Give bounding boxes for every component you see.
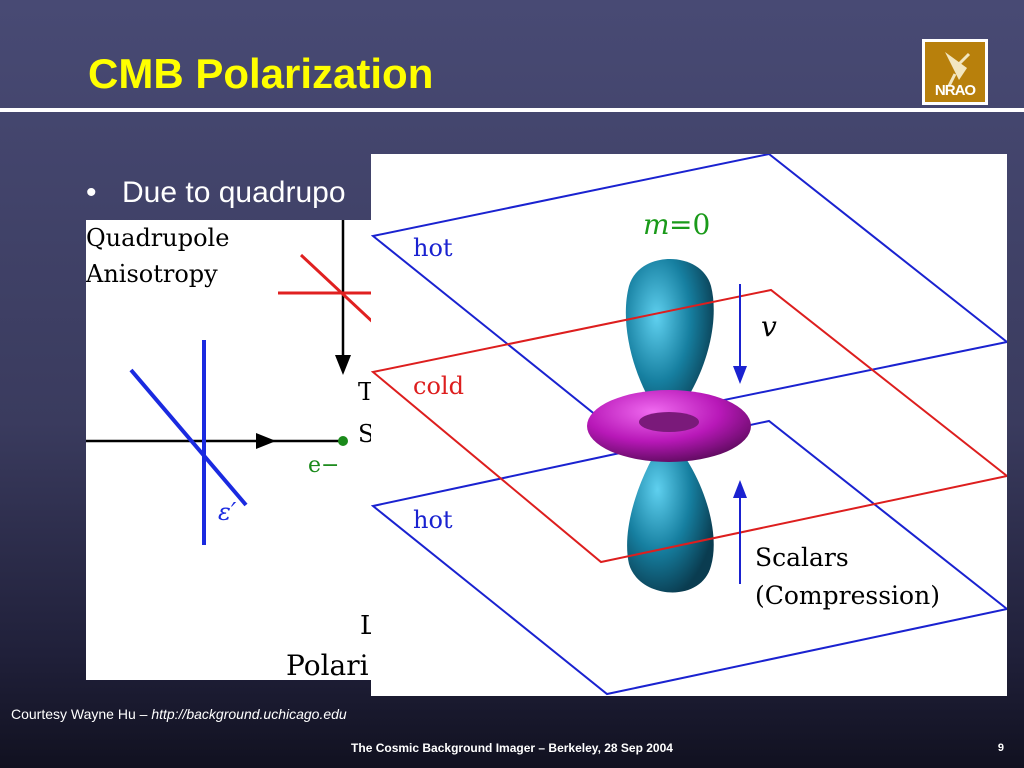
quadrupole-anisotropy-figure: Quadrupole Anisotropy ε′ e− T S L Polari: [86, 220, 376, 680]
arrow-up-icon: [733, 480, 747, 498]
electron-label: e−: [308, 453, 339, 478]
blue-polarization-diagonal: [129, 368, 248, 507]
page-number: 9: [997, 742, 1004, 754]
courtesy-prefix: Courtesy Wayne Hu –: [11, 706, 152, 722]
arrow-down-icon: [335, 355, 351, 375]
hot-label-bottom: hot: [413, 506, 453, 534]
figure-heading-line1: Quadrupole: [86, 224, 229, 252]
red-polarization-diagonal: [299, 253, 376, 327]
arrow-down-icon: [733, 366, 747, 384]
nrao-logo: NRAO: [922, 39, 988, 105]
partial-label-s: S: [358, 420, 374, 448]
figure-heading-line2: Anisotropy: [86, 260, 218, 288]
courtesy-link[interactable]: http://background.uchicago.edu: [151, 706, 347, 722]
torus-hole: [639, 412, 699, 432]
radio-telescope-icon: [945, 52, 971, 87]
bullet-text: Due to quadrupo: [122, 176, 346, 209]
courtesy-credit: Courtesy Wayne Hu – http://background.uc…: [11, 706, 347, 722]
epsilon-label: ε′: [218, 498, 237, 526]
bullet-icon: •: [86, 176, 97, 209]
hot-label-top: hot: [413, 234, 453, 262]
scalars-label: Scalars: [755, 543, 849, 572]
title-divider: [0, 108, 1024, 112]
velocity-label: v: [761, 310, 777, 343]
logo-text: NRAO: [934, 82, 976, 99]
footer-text: The Cosmic Background Imager – Berkeley,…: [351, 741, 673, 755]
electron-dot: [338, 436, 348, 446]
partial-label-t: T: [358, 378, 374, 406]
hot-plane-top: [371, 154, 1007, 426]
m-value: =0: [669, 208, 710, 241]
cold-plane: [371, 288, 1007, 564]
cold-label: cold: [413, 372, 464, 400]
arrow-right-icon: [256, 433, 276, 449]
compression-label: (Compression): [755, 581, 940, 610]
partial-label-polari: Polari: [286, 649, 369, 680]
bullet-point: • Due to quadrupo: [86, 176, 346, 210]
scalar-compression-figure: m =0 hot cold hot v Scalars (Compression…: [371, 154, 1007, 696]
slide-title: CMB Polarization: [88, 50, 434, 97]
top-lobe: [625, 259, 714, 426]
m-label: m: [643, 208, 670, 241]
